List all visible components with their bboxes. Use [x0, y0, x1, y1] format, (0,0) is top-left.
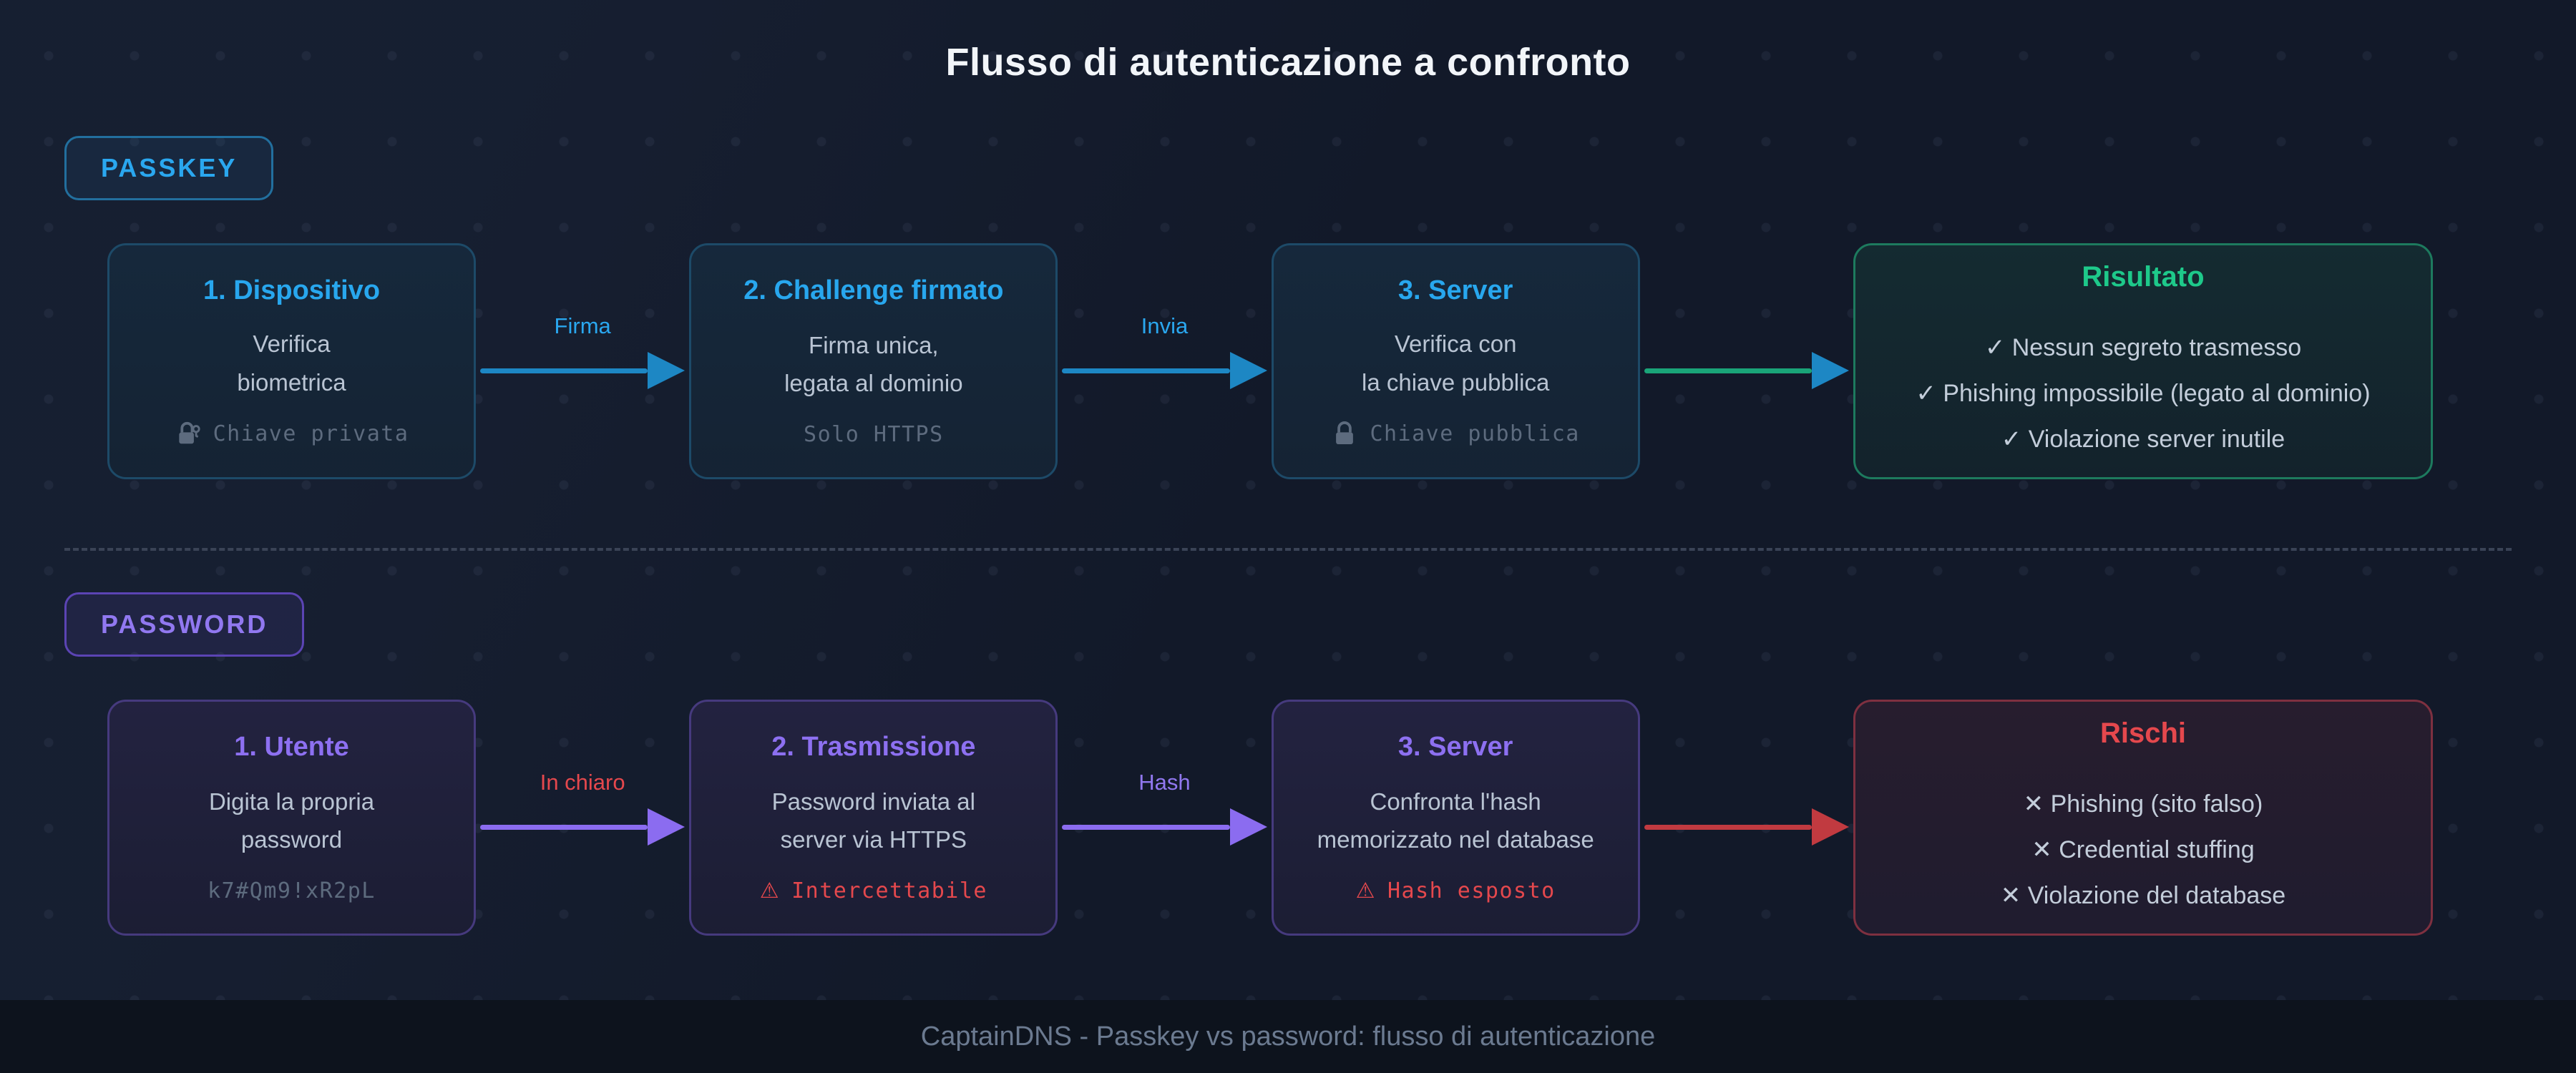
warning-icon: ⚠ — [1355, 878, 1376, 903]
lock-icon — [1331, 420, 1358, 447]
step-description: Password inviata al server via HTTPS — [771, 788, 975, 853]
step-description: Verifica biometrica — [237, 330, 346, 396]
arrow-line — [1062, 368, 1230, 373]
result-item: ✓ Nessun segreto trasmesso — [1984, 333, 2302, 361]
result-heading: Risultato — [2082, 260, 2205, 293]
step-note: Chiave pubblica — [1331, 420, 1579, 447]
arrow-head-icon — [1229, 808, 1267, 846]
risk-card: Rischi ✕ Phishing (sito falso) ✕ Credent… — [1853, 700, 2433, 936]
passkey-arrow-firma: Firma — [476, 233, 689, 469]
arrow-shape — [1644, 352, 1849, 389]
step-heading: 2. Challenge firmato — [743, 275, 1004, 305]
arrow-shape — [1062, 352, 1267, 389]
result-card: Risultato ✓ Nessun segreto trasmesso ✓ P… — [1853, 243, 2433, 479]
password-step-1-card: 1. Utente Digita la propria password k7#… — [107, 700, 476, 936]
arrow-label: Hash — [1138, 770, 1191, 795]
passkey-badge: PASSKEY — [64, 136, 274, 200]
arrow-head-icon — [1811, 352, 1849, 389]
passkey-step-2-card: 2. Challenge firmato Firma unica, legata… — [689, 243, 1058, 479]
arrow-label: In chiaro — [540, 770, 625, 795]
page-title: Flusso di autenticazione a confronto — [945, 41, 1631, 84]
result-item: ✓ Violazione server inutile — [2001, 425, 2285, 453]
arrow-label: Firma — [554, 313, 611, 338]
arrow-shape — [1062, 808, 1267, 846]
arrow-line — [1644, 824, 1812, 830]
warning-icon: ⚠ — [759, 878, 781, 903]
password-arrow-risks — [1640, 690, 1853, 926]
step-note: Solo HTTPS — [804, 422, 944, 447]
arrow-head-icon — [648, 352, 686, 389]
arrow-line — [1644, 368, 1812, 373]
step-heading: 3. Server — [1397, 732, 1513, 762]
passkey-step-1-card: 1. Dispositivo Verifica biometrica Chiav… — [107, 243, 476, 479]
step-heading: 1. Dispositivo — [203, 275, 381, 305]
risk-heading: Rischi — [2099, 717, 2186, 749]
arrow-shape — [480, 808, 686, 846]
footer-text: CaptainDNS - Passkey vs password: flusso… — [920, 1021, 1656, 1052]
step-note-text: Intercettabile — [791, 878, 987, 903]
arrow-head-icon — [1229, 352, 1267, 389]
step-note-text: Solo HTTPS — [804, 422, 944, 447]
step-note-text: k7#Qm9!xR2pL — [208, 878, 376, 903]
risk-item: ✕ Violazione del database — [2000, 881, 2286, 909]
step-description: Verifica con la chiave pubblica — [1361, 330, 1550, 396]
arrow-line — [1062, 824, 1230, 830]
risk-item: ✕ Credential stuffing — [2031, 836, 2255, 863]
risk-item: ✕ Phishing (sito falso) — [2023, 790, 2263, 818]
password-badge: PASSWORD — [64, 592, 305, 657]
password-arrow-hash: Hash — [1058, 690, 1271, 926]
arrow-label — [1644, 770, 1849, 797]
password-flow-row: 1. Utente Digita la propria password k7#… — [107, 700, 2433, 936]
arrow-shape — [480, 352, 686, 389]
step-heading: 3. Server — [1397, 275, 1513, 305]
arrow-shape — [1644, 808, 1849, 846]
step-note: Chiave privata — [175, 420, 409, 447]
step-description: Digita la propria password — [208, 788, 375, 853]
passkey-step-3-card: 3. Server Verifica con la chiave pubblic… — [1271, 243, 1640, 479]
step-heading: 1. Utente — [234, 732, 349, 762]
step-description: Firma unica, legata al dominio — [784, 331, 963, 396]
step-note-text: Chiave pubblica — [1370, 421, 1580, 446]
step-note: k7#Qm9!xR2pL — [208, 878, 376, 903]
passkey-arrow-result — [1640, 233, 1853, 469]
step-note-text: Hash esposto — [1387, 878, 1556, 903]
footer-bar: CaptainDNS - Passkey vs password: flusso… — [0, 1000, 2576, 1073]
password-step-3-card: 3. Server Confronta l'hash memorizzato n… — [1271, 700, 1640, 936]
arrow-label — [1644, 313, 1849, 340]
arrow-line — [480, 368, 648, 373]
arrow-head-icon — [1811, 808, 1849, 846]
section-divider — [64, 548, 2512, 551]
step-heading: 2. Trasmissione — [771, 732, 976, 762]
arrow-head-icon — [648, 808, 686, 846]
arrow-line — [480, 824, 648, 830]
step-note: ⚠ Hash esposto — [1356, 878, 1556, 903]
password-arrow-in-chiaro: In chiaro — [476, 690, 689, 926]
passkey-flow-row: 1. Dispositivo Verifica biometrica Chiav… — [107, 243, 2433, 479]
password-step-2-card: 2. Trasmissione Password inviata al serv… — [689, 700, 1058, 936]
step-note: ⚠ Intercettabile — [760, 878, 987, 903]
step-note-text: Chiave privata — [213, 421, 409, 446]
lock-key-icon — [175, 420, 202, 447]
arrow-label: Invia — [1141, 313, 1189, 338]
passkey-arrow-invia: Invia — [1058, 233, 1271, 469]
result-item: ✓ Phishing impossibile (legato al domini… — [1916, 379, 2371, 407]
step-description: Confronta l'hash memorizzato nel databas… — [1317, 788, 1594, 853]
